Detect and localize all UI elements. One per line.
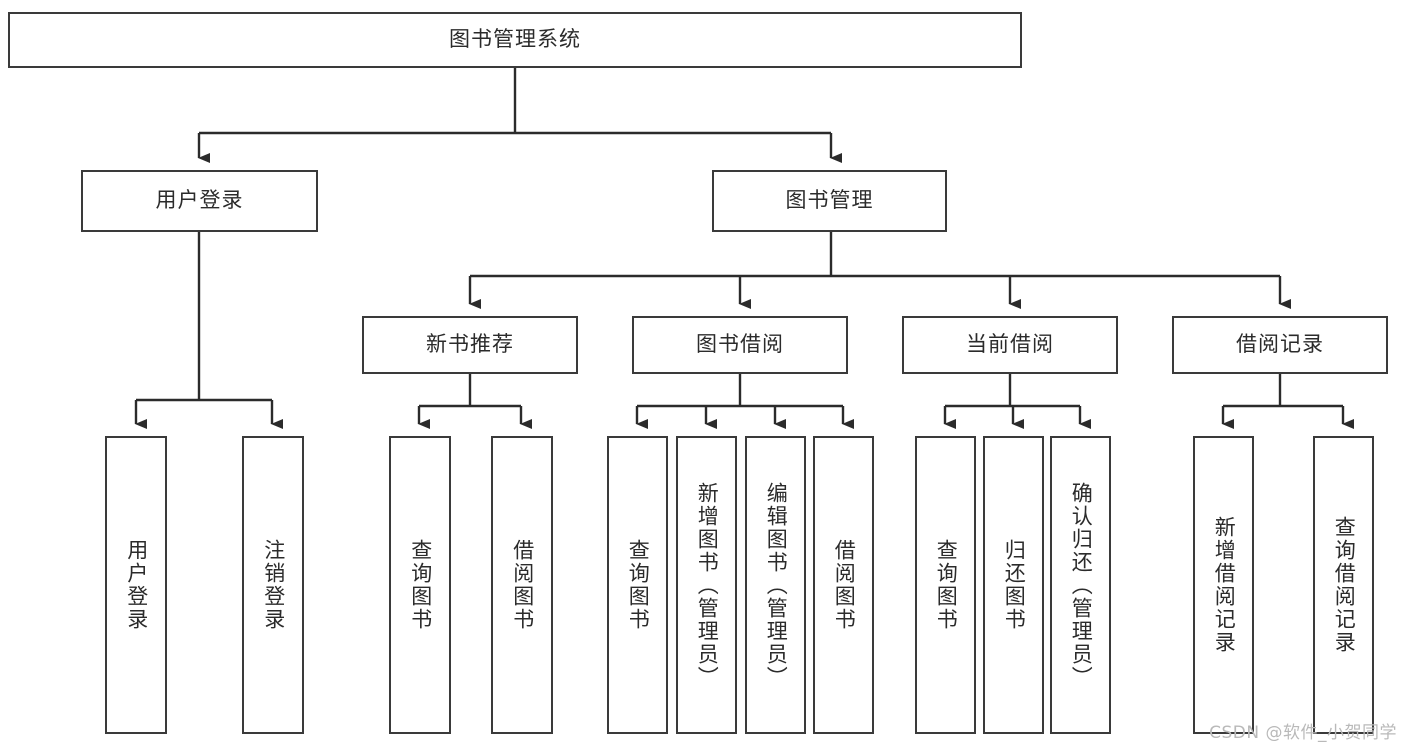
- leaf-borrow-book-1[interactable]: 借阅图书: [491, 436, 553, 734]
- node-book-manage-label: 图书管理: [785, 188, 874, 213]
- node-borrow-record-label: 借阅记录: [1236, 332, 1324, 357]
- leaf-borrow-book-2-label: 借阅图书: [832, 539, 857, 631]
- leaf-query-book-1-label: 查询图书: [408, 539, 433, 631]
- leaf-add-book-label: 新增图书（管理员）: [695, 481, 720, 689]
- leaf-query-book-2[interactable]: 查询图书: [607, 436, 668, 734]
- leaf-query-record-label: 查询借阅记录: [1332, 516, 1357, 654]
- node-user-login-label: 用户登录: [155, 188, 244, 213]
- leaf-query-book-3[interactable]: 查询图书: [915, 436, 976, 734]
- leaf-user-login-label: 用户登录: [124, 539, 149, 631]
- node-user-login[interactable]: 用户登录: [81, 170, 318, 232]
- leaf-borrow-book-2[interactable]: 借阅图书: [813, 436, 874, 734]
- leaf-logout-label: 注销登录: [261, 539, 286, 631]
- leaf-logout[interactable]: 注销登录: [242, 436, 304, 734]
- leaf-confirm-return[interactable]: 确认归还（管理员）: [1050, 436, 1111, 734]
- leaf-query-book-1[interactable]: 查询图书: [389, 436, 451, 734]
- leaf-add-record-label: 新增借阅记录: [1212, 516, 1237, 654]
- node-current-borrow[interactable]: 当前借阅: [902, 316, 1118, 374]
- leaf-query-book-3-label: 查询图书: [934, 539, 959, 631]
- node-root-label: 图书管理系统: [449, 27, 581, 52]
- leaf-user-login[interactable]: 用户登录: [105, 436, 167, 734]
- leaf-confirm-return-label: 确认归还（管理员）: [1069, 481, 1094, 689]
- leaf-return-book-label: 归还图书: [1002, 539, 1027, 631]
- node-book-borrow[interactable]: 图书借阅: [632, 316, 848, 374]
- node-new-book-rec[interactable]: 新书推荐: [362, 316, 578, 374]
- leaf-add-record[interactable]: 新增借阅记录: [1193, 436, 1254, 734]
- node-current-borrow-label: 当前借阅: [966, 332, 1054, 357]
- leaf-borrow-book-1-label: 借阅图书: [510, 539, 535, 631]
- node-book-borrow-label: 图书借阅: [696, 332, 784, 357]
- leaf-query-record[interactable]: 查询借阅记录: [1313, 436, 1374, 734]
- leaf-return-book[interactable]: 归还图书: [983, 436, 1044, 734]
- node-new-book-rec-label: 新书推荐: [426, 332, 514, 357]
- watermark: CSDN @软件_小贺同学: [1209, 723, 1397, 743]
- node-root[interactable]: 图书管理系统: [8, 12, 1022, 68]
- leaf-edit-book[interactable]: 编辑图书（管理员）: [745, 436, 806, 734]
- leaf-add-book[interactable]: 新增图书（管理员）: [676, 436, 737, 734]
- node-book-manage[interactable]: 图书管理: [712, 170, 947, 232]
- leaf-query-book-2-label: 查询图书: [626, 539, 651, 631]
- node-borrow-record[interactable]: 借阅记录: [1172, 316, 1388, 374]
- leaf-edit-book-label: 编辑图书（管理员）: [764, 481, 789, 689]
